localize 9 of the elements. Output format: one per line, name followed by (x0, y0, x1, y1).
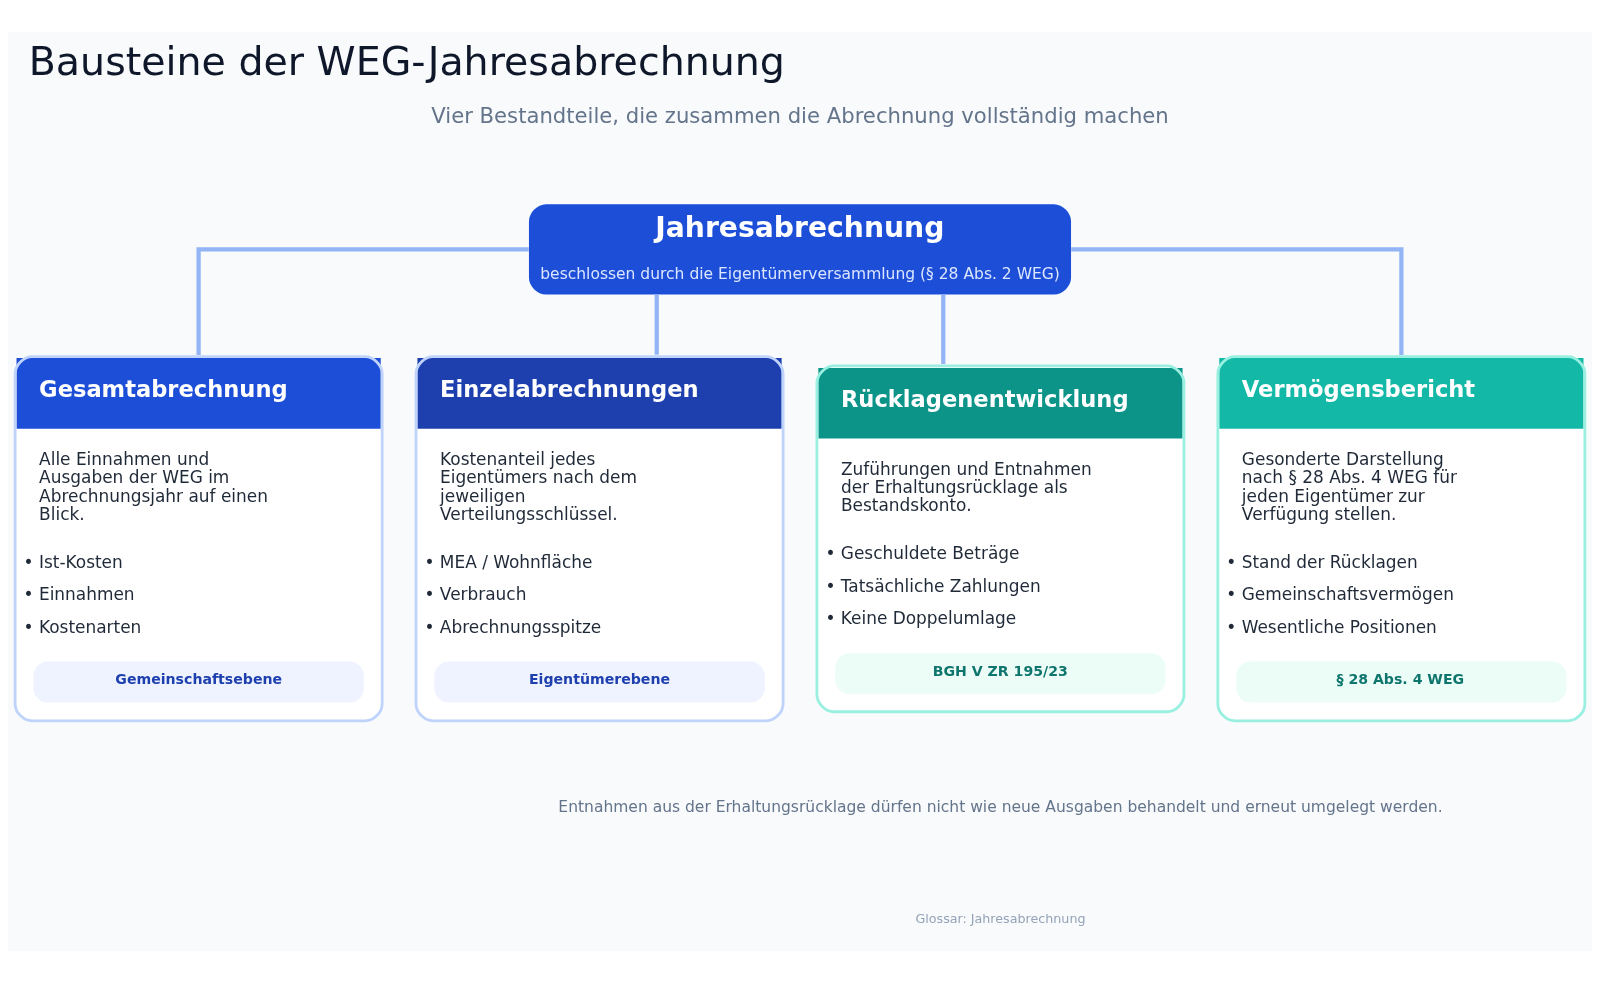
label: Glossar: Jahresabrechnung (915, 911, 1086, 927)
diagram-title: Bausteine der WEG-Jahresabrechnung (28, 37, 785, 84)
connector (654, 294, 659, 355)
node-box: Jahresabrechnung beschlossen durch die Eigentümerversammlung (§ 28 Abs. 2 WEG) (528, 204, 1072, 295)
label: Entnahmen aus der Erhaltungsrücklage dürfen nicht wie neue Ausgaben behandelt und erneut umgelegt werden. (558, 798, 1443, 817)
connector (1071, 247, 1404, 356)
connector (941, 294, 946, 364)
label: Vier Bestandteile, die zusammen die Abrechnung vollständig machen (431, 103, 1169, 129)
connector (196, 247, 529, 356)
